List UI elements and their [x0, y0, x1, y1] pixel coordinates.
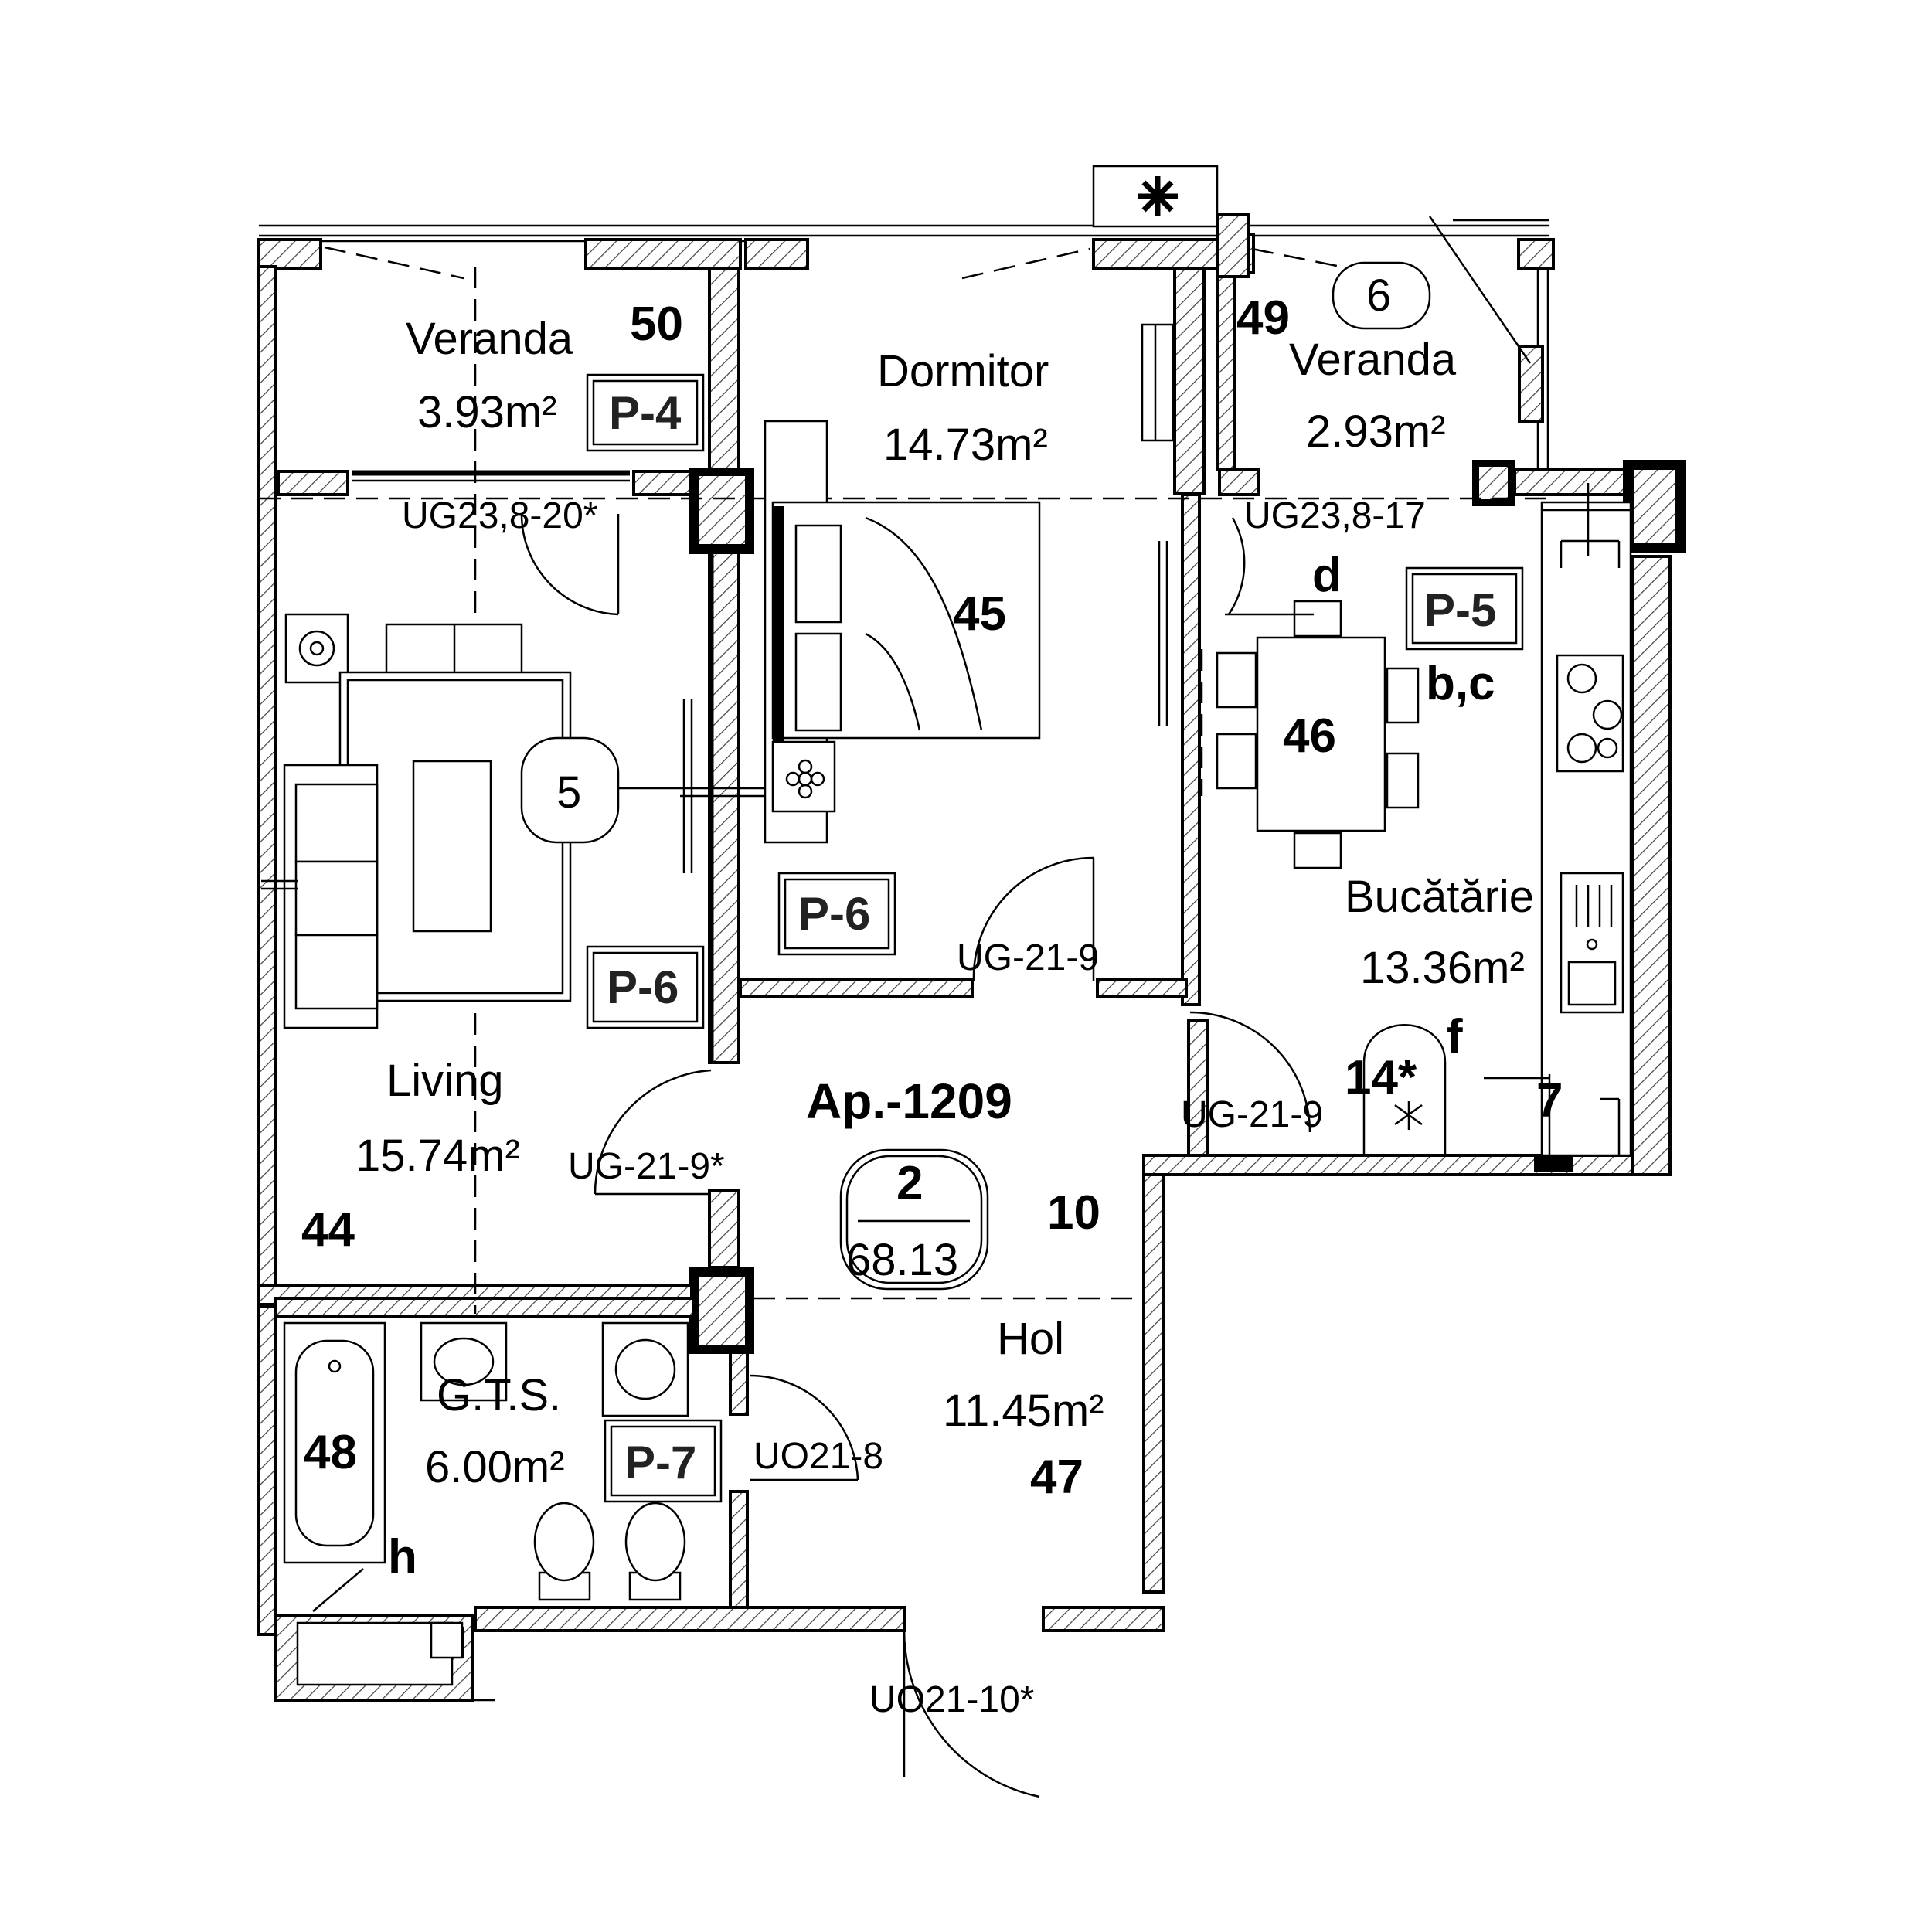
- living-name: Living: [386, 1056, 504, 1106]
- veranda-right-name: Veranda: [1289, 335, 1457, 385]
- veranda-left-area: 3.93m²: [417, 387, 557, 437]
- marker-h: h: [388, 1530, 417, 1583]
- living-furniture: [261, 613, 765, 1029]
- hol-number: 47: [1030, 1451, 1083, 1504]
- veranda-right-number: 49: [1236, 291, 1290, 345]
- labels: Veranda 3.93m² 50 P-4 Dormitor 14.73m² 4…: [301, 270, 1563, 1720]
- marker-7: 7: [1536, 1074, 1563, 1128]
- veranda-right-area: 2.93m²: [1306, 406, 1446, 457]
- kitchen-area: 13.36m²: [1360, 943, 1525, 993]
- apartment-rooms-count: 2: [896, 1157, 923, 1210]
- boiler-icon: [430, 1621, 464, 1659]
- apartment-label: Ap.-1209: [806, 1073, 1012, 1129]
- hol-area: 11.45m²: [943, 1386, 1104, 1436]
- bathtub-icon: [283, 1321, 386, 1564]
- dormitor-tag: P-6: [798, 888, 870, 940]
- gts-name: G.T.S.: [437, 1370, 561, 1420]
- gts-tag: P-7: [624, 1437, 696, 1488]
- stove-icon: [1556, 654, 1624, 773]
- door-dormitor-hol: UG-21-9: [957, 937, 1099, 978]
- veranda-left-name: Veranda: [406, 314, 573, 364]
- veranda-right-marker: 6: [1366, 270, 1391, 321]
- dormitor-number: 45: [953, 587, 1006, 641]
- bathroom-furniture: [283, 1321, 689, 1659]
- door-swings: [520, 513, 1314, 1798]
- dormitor-area: 14.73m²: [883, 420, 1048, 470]
- dormitor-name: Dormitor: [877, 346, 1049, 396]
- kitchen-tag: P-5: [1424, 584, 1496, 636]
- bedroom-furniture: [764, 323, 1175, 844]
- marker-14: 14*: [1345, 1051, 1417, 1104]
- gts-number: 48: [304, 1426, 357, 1479]
- door-entrance: UO21-10*: [869, 1679, 1034, 1720]
- kitchen-number: 46: [1283, 709, 1336, 763]
- marker-f: f: [1447, 1010, 1463, 1063]
- toilet-icon: [533, 1502, 686, 1601]
- walls: [257, 219, 1686, 1702]
- hol-marker: 10: [1047, 1186, 1100, 1240]
- veranda-left-number: 50: [630, 298, 683, 351]
- hol-name: Hol: [997, 1314, 1064, 1364]
- kitchen-furniture: [1200, 483, 1632, 1157]
- gts-area: 6.00m²: [425, 1442, 565, 1492]
- door-kitchen-hol: UG-21-9: [1181, 1094, 1323, 1135]
- living-marker: 5: [556, 767, 581, 818]
- door-gts-hol: UO21-8: [753, 1436, 883, 1477]
- veranda-left-tag: P-4: [609, 387, 682, 439]
- kitchen-name: Bucătărie: [1345, 872, 1534, 922]
- door-kitchen-veranda: UG23,8-17: [1244, 495, 1426, 536]
- apartment-total-area: 68.13: [846, 1235, 958, 1285]
- washing-machine-icon: [601, 1321, 689, 1417]
- sink-icon: [1560, 872, 1624, 1014]
- door-living-hol: UG-21-9*: [568, 1146, 725, 1187]
- living-area: 15.74m²: [355, 1131, 520, 1181]
- snowflake-icon: [1138, 176, 1178, 216]
- tag-boxes: [520, 261, 1524, 1503]
- living-number: 44: [301, 1203, 355, 1257]
- marker-bc: b,c: [1426, 657, 1495, 710]
- door-living-veranda: UG23,8-20*: [402, 495, 597, 536]
- living-tag: P-6: [607, 961, 679, 1013]
- marker-d: d: [1312, 549, 1342, 602]
- ac-unit: [1092, 165, 1250, 278]
- flower-icon: [785, 759, 825, 799]
